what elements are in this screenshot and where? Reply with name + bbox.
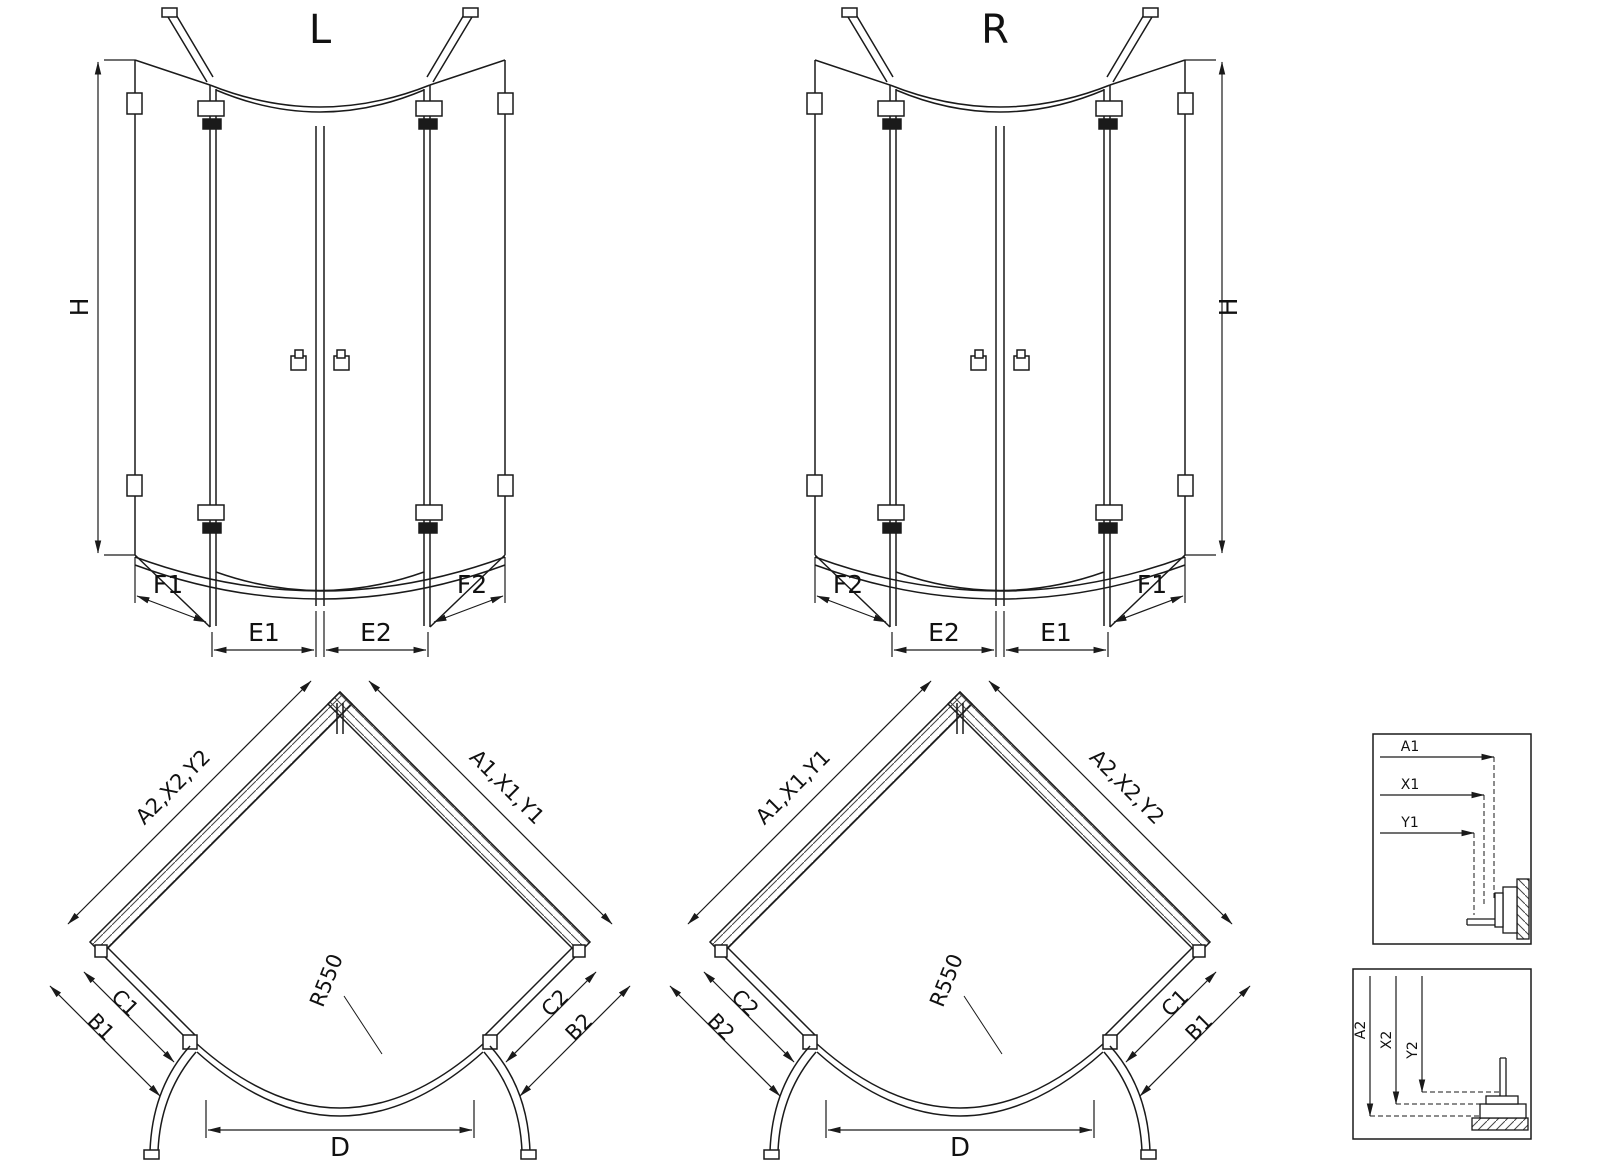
side-dim-label-b-right: B2 [561, 1009, 598, 1046]
dim-label-bottom-3: F1 [1137, 570, 1167, 599]
dim-label-bottom-2: E2 [360, 618, 392, 647]
wall-dim-label-right: A1,X1,Y1 [465, 745, 549, 829]
dim-label-bottom-1: E1 [248, 618, 280, 647]
reference-arrows [1366, 976, 1426, 1117]
view-title: R [981, 7, 1009, 53]
plan-geometry [670, 681, 1250, 1159]
door-width-label: D [330, 1133, 350, 1162]
detail-label-x2: X2 [1379, 1031, 1395, 1050]
height-dimension [94, 59, 135, 556]
detail-diagram-horizontal: A1 X1 Y1 [1372, 733, 1532, 945]
profile-section [1466, 878, 1530, 940]
radius-label: R550 [925, 951, 968, 1011]
wall-dim-label-left: A1,X1,Y1 [751, 745, 835, 829]
detail-frame [1352, 968, 1532, 1140]
side-dim-label-b-left: B2 [703, 1009, 740, 1046]
side-dim-label-b-right: B1 [1181, 1009, 1218, 1046]
dim-label-bottom-1: E2 [928, 618, 960, 647]
detail-label-a2: A2 [1353, 1021, 1369, 1039]
front-geometry [807, 8, 1193, 657]
dim-label-bottom-0: F1 [153, 570, 183, 599]
dim-label-bottom-2: E1 [1040, 618, 1072, 647]
radius-label: R550 [305, 951, 348, 1011]
front-view-right: R H F2 E2 E1 F1 [740, 7, 1243, 675]
reference-dashed-lines [1473, 757, 1495, 915]
wall-dim-label-left: A2,X2,Y2 [131, 745, 215, 829]
dim-label-bottom-3: F2 [457, 570, 487, 599]
dim-label-height: H [65, 298, 94, 317]
front-view-left: L H F1 E1 E2 F2 [65, 7, 580, 675]
view-title: L [309, 7, 332, 53]
door-width-label: D [950, 1133, 970, 1162]
detail-label-a1: A1 [1401, 739, 1419, 755]
side-dim-label-b-left: B1 [83, 1009, 120, 1046]
dim-label-height: H [1214, 298, 1243, 317]
dim-label-bottom-0: F2 [833, 570, 863, 599]
profile-section [1471, 1057, 1529, 1131]
front-geometry [127, 8, 513, 657]
reference-arrows [1380, 753, 1495, 837]
plan-view-left: A2,X2,Y2 A1,X1,Y1 B1 C1 B2 C2 R550 D [40, 675, 640, 1162]
detail-label-y1: Y1 [1400, 815, 1418, 831]
reference-dashed-lines [1370, 1091, 1500, 1117]
plan-geometry [50, 681, 630, 1159]
plan-view-right: A1,X1,Y1 A2,X2,Y2 B2 C2 B1 C1 R550 D [660, 675, 1260, 1162]
height-dimension [1185, 59, 1226, 556]
detail-frame [1372, 733, 1532, 945]
wall-dim-label-right: A2,X2,Y2 [1085, 745, 1169, 829]
detail-label-y2: Y2 [1405, 1041, 1421, 1059]
detail-diagram-vertical: A2 X2 Y2 [1352, 968, 1532, 1140]
detail-label-x1: X1 [1401, 777, 1420, 793]
